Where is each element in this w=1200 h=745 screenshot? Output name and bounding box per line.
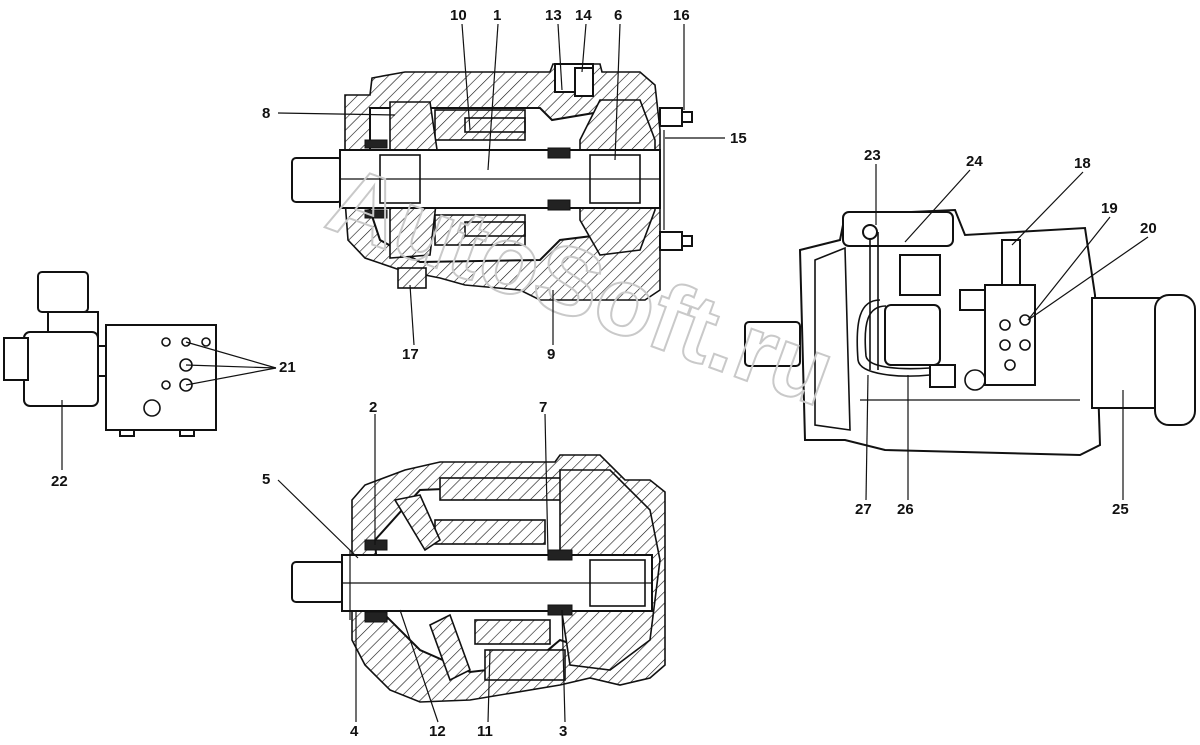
callout-7: 7 bbox=[539, 399, 547, 416]
callout-labels: 1 2 3 4 5 6 7 8 9 10 11 12 13 14 15 16 1… bbox=[51, 7, 1157, 740]
callout-16: 16 bbox=[673, 7, 690, 24]
callout-21: 21 bbox=[279, 359, 296, 376]
callout-17: 17 bbox=[402, 346, 419, 363]
callout-9: 9 bbox=[547, 346, 555, 363]
leader-lines bbox=[61, 23, 1149, 723]
callout-2: 2 bbox=[369, 399, 377, 416]
callout-4: 4 bbox=[350, 723, 359, 740]
callout-1: 1 bbox=[493, 7, 501, 24]
callout-13: 13 bbox=[545, 7, 562, 24]
callout-8: 8 bbox=[262, 105, 270, 122]
callout-24: 24 bbox=[966, 153, 983, 170]
callout-15: 15 bbox=[730, 130, 747, 147]
callout-27: 27 bbox=[855, 501, 872, 518]
callout-5: 5 bbox=[262, 471, 270, 488]
callout-25: 25 bbox=[1112, 501, 1129, 518]
callout-26: 26 bbox=[897, 501, 914, 518]
callout-19: 19 bbox=[1101, 200, 1118, 217]
bottom-pump-section bbox=[291, 454, 666, 703]
callout-18: 18 bbox=[1074, 155, 1091, 172]
callout-12: 12 bbox=[429, 723, 446, 740]
callout-22: 22 bbox=[51, 473, 68, 490]
callout-20: 20 bbox=[1140, 220, 1157, 237]
callout-11: 11 bbox=[477, 723, 493, 740]
callout-23: 23 bbox=[864, 147, 881, 164]
callout-10: 10 bbox=[450, 7, 467, 24]
pump-external-view bbox=[744, 208, 1196, 457]
solenoid-valve-assembly bbox=[3, 271, 217, 437]
callout-6: 6 bbox=[614, 7, 622, 24]
callout-3: 3 bbox=[559, 723, 567, 740]
callout-14: 14 bbox=[575, 7, 592, 24]
top-pump-section bbox=[291, 63, 693, 301]
